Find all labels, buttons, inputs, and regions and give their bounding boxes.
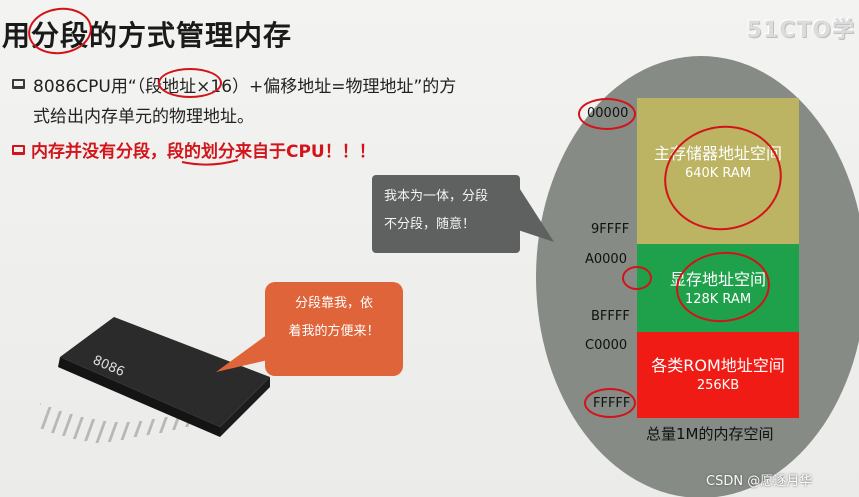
address-label: C0000 bbox=[585, 338, 628, 353]
ink-circle-a0000 bbox=[622, 266, 652, 290]
speech-bubble-memory: 我本为一体，分段 不分段，随意！ bbox=[372, 175, 520, 253]
address-label: BFFFF bbox=[591, 309, 630, 324]
memory-block-name: 显存地址空间 bbox=[669, 270, 766, 289]
memory-caption: 总量1M的内存空间 bbox=[646, 425, 774, 443]
bubble-cpu-tail bbox=[216, 334, 268, 372]
memory-block-main: 主存储器地址空间 640K RAM bbox=[637, 98, 799, 244]
ink-circle-00000 bbox=[578, 98, 636, 130]
bubble-cpu-line-2: 着我的方便来！ bbox=[288, 324, 380, 339]
laptop-icon-red bbox=[12, 145, 25, 155]
ink-circle-segment-address bbox=[158, 68, 222, 98]
bubble-mem-tail bbox=[518, 186, 554, 242]
memory-block-size: 640K RAM bbox=[684, 166, 752, 181]
bubble-cpu-line-1: 分段靠我，依 bbox=[294, 296, 373, 311]
watermark-logo: 51CTO学 bbox=[746, 18, 855, 43]
laptop-icon bbox=[12, 79, 25, 89]
memory-block-size: 128K RAM bbox=[684, 292, 752, 307]
bullet-1-line-1: 8086CPU用“（段地址×16）+偏移地址=物理地址”的方 bbox=[33, 77, 457, 97]
ink-circle-fffff bbox=[584, 388, 636, 418]
memory-block-size: 256KB bbox=[696, 378, 740, 393]
address-label: 9FFFF bbox=[591, 222, 630, 237]
bullet-2-text: 内存并没有分段，段的划分来自于CPU！！！ bbox=[31, 142, 376, 162]
address-label: A0000 bbox=[585, 252, 627, 267]
chip-image: 8086 bbox=[40, 317, 270, 443]
slide-title: 用分段的方式管理内存 bbox=[2, 19, 293, 52]
memory-block-name: 各类ROM地址空间 bbox=[651, 356, 785, 375]
speech-bubble-cpu: 分段靠我，依 着我的方便来！ bbox=[265, 282, 403, 376]
memory-block-video: 显存地址空间 128K RAM bbox=[637, 244, 799, 332]
ink-underline bbox=[181, 159, 239, 166]
bubble-mem-line-2: 不分段，随意！ bbox=[384, 217, 476, 232]
csdn-credit: CSDN @愿逐月华 bbox=[706, 474, 813, 489]
bullet-1-line-2: 式给出内存单元的物理地址。 bbox=[33, 107, 254, 127]
memory-block-name: 主存储器地址空间 bbox=[653, 144, 782, 163]
memory-block-rom: 各类ROM地址空间 256KB bbox=[637, 332, 799, 418]
bubble-mem-line-1: 我本为一体，分段 bbox=[384, 189, 489, 204]
